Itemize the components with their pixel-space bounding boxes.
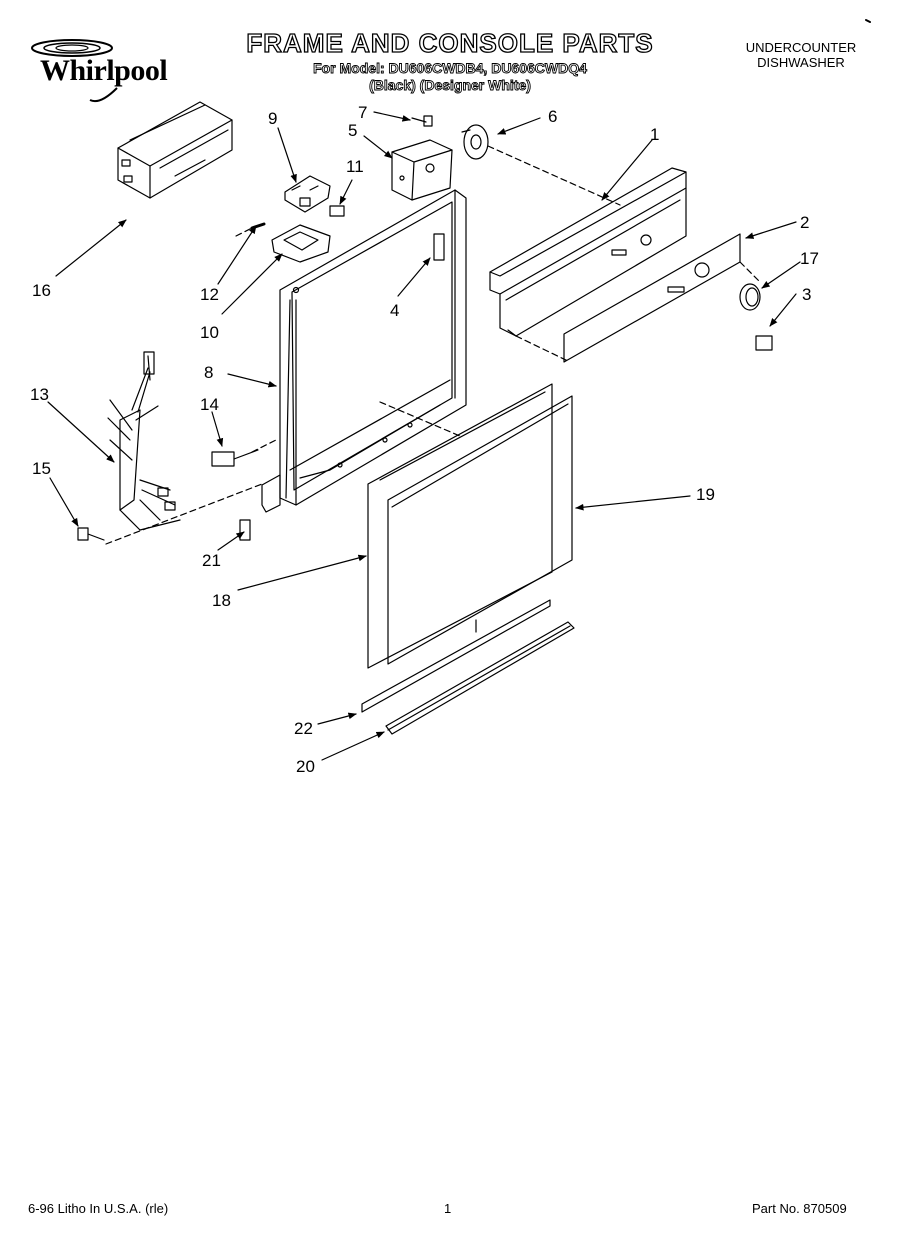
part-8-door-frame [261, 189, 467, 513]
part-20-bottom-trim [385, 621, 575, 735]
callout-12: 12 [200, 285, 219, 304]
part-14-switch [211, 449, 259, 467]
part-10-bracket [271, 224, 331, 263]
part-15-screw [77, 527, 105, 541]
callout-18: 18 [212, 591, 231, 610]
part-7-screw [411, 115, 433, 127]
part-9-bracket [284, 175, 331, 213]
corner-mark [865, 19, 871, 23]
callout-11: 11 [346, 157, 364, 176]
part-21-pad [239, 519, 251, 541]
callout-1: 1 [650, 125, 659, 144]
part-17-knob [739, 283, 761, 311]
part-19-panel-edge [391, 403, 569, 508]
part-18-inner-panel [367, 383, 553, 669]
part-5-selector-module [391, 139, 453, 201]
part-12-clip [250, 222, 266, 230]
whirlpool-logo: Whirlpool [22, 30, 182, 110]
swirl-icon [31, 39, 118, 103]
callout-9: 9 [268, 109, 277, 128]
callout-13: 13 [30, 385, 49, 404]
color-line: (Black) (Designer White) [369, 77, 532, 94]
callout-5: 5 [348, 121, 357, 140]
part-16-vent-housing [117, 101, 233, 199]
assembly-guide-lines [105, 145, 761, 545]
callout-3: 3 [802, 285, 811, 304]
callout-17: 17 [800, 249, 819, 268]
part-22-trim-strip [361, 599, 551, 713]
callout-8: 8 [204, 363, 213, 382]
model-info: For Model: DU606CWDB4, DU606CWDQ4 (Black… [240, 60, 660, 94]
callout-20: 20 [296, 757, 315, 776]
callout-6: 6 [548, 107, 557, 126]
callout-21: 21 [202, 551, 221, 570]
footer-print-info: 6-96 Litho In U.S.A. (rle) [28, 1201, 169, 1216]
page-title: FRAME AND CONSOLE PARTS [246, 27, 654, 58]
callout-7: 7 [358, 103, 367, 122]
callout-labels: 1 2 3 4 5 6 7 8 9 10 11 12 13 14 15 16 1… [30, 103, 819, 776]
callout-2: 2 [800, 213, 809, 232]
footer-part-number: Part No. 870509 [752, 1201, 847, 1216]
part-1-console [489, 167, 687, 337]
callout-4: 4 [390, 301, 399, 320]
part-3-button [755, 335, 773, 351]
category-line-1: UNDERCOUNTER [745, 40, 857, 55]
callout-16: 16 [32, 281, 51, 300]
brand-name: Whirlpool [40, 54, 168, 87]
part-13-wire-harness [107, 351, 181, 531]
part-2-console-panel [563, 233, 741, 363]
part-19-door-panel [387, 395, 573, 665]
callout-10: 10 [200, 323, 219, 342]
callout-22: 22 [294, 719, 313, 738]
callout-14: 14 [200, 395, 219, 414]
callout-15: 15 [32, 459, 51, 478]
model-line: For Model: DU606CWDB4, DU606CWDQ4 [313, 60, 588, 77]
product-category: UNDERCOUNTER DISHWASHER [716, 40, 886, 70]
callout-19: 19 [696, 485, 715, 504]
part-11-clip [329, 205, 345, 217]
part-6-control-knob [461, 124, 489, 160]
footer-page-number: 1 [444, 1201, 452, 1216]
callout-leaders [47, 111, 801, 761]
category-line-2: DISHWASHER [757, 55, 845, 70]
